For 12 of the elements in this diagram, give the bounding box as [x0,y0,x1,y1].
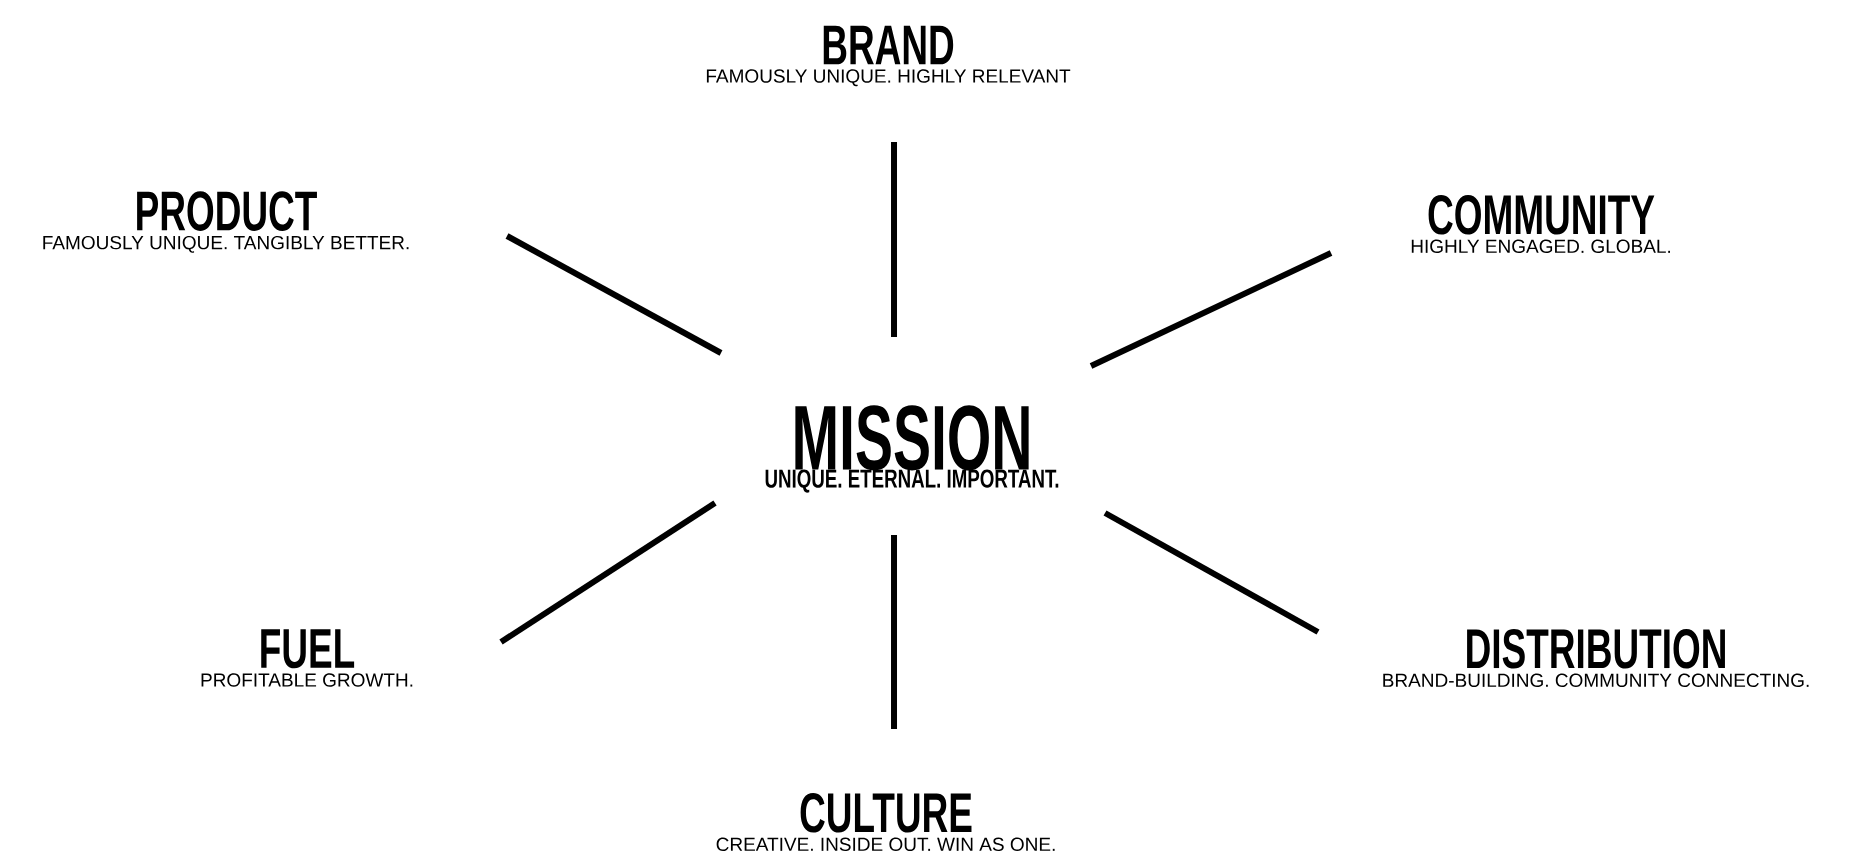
connector-line [1103,510,1320,635]
pillar-label: COMMUNITY HIGHLY ENGAGED. GLOBAL. [1411,194,1671,254]
pillar-label: PRODUCT FAMOUSLY UNIQUE. TANGIBLY BETTER. [43,191,409,253]
pillar-label: BRAND FAMOUSLY UNIQUE. HIGHLY RELEVANT [706,25,1071,87]
connector-line [499,500,717,645]
pillar-label: DISTRIBUTION BRAND-BUILDING. COMMUNITY CONNECTING. [1383,628,1809,688]
pillar-label: CULTURE CREATIVE. INSIDE OUT. WIN AS ONE. [716,792,1055,852]
connector-line [1089,250,1333,369]
connector-line [505,233,723,356]
pillar-label: FUEL PROFITABLE GROWTH. [201,629,413,687]
connector-line [891,535,897,729]
mission-label: MISSION UNIQUE. ETERNAL. IMPORTANT. [765,405,1059,493]
